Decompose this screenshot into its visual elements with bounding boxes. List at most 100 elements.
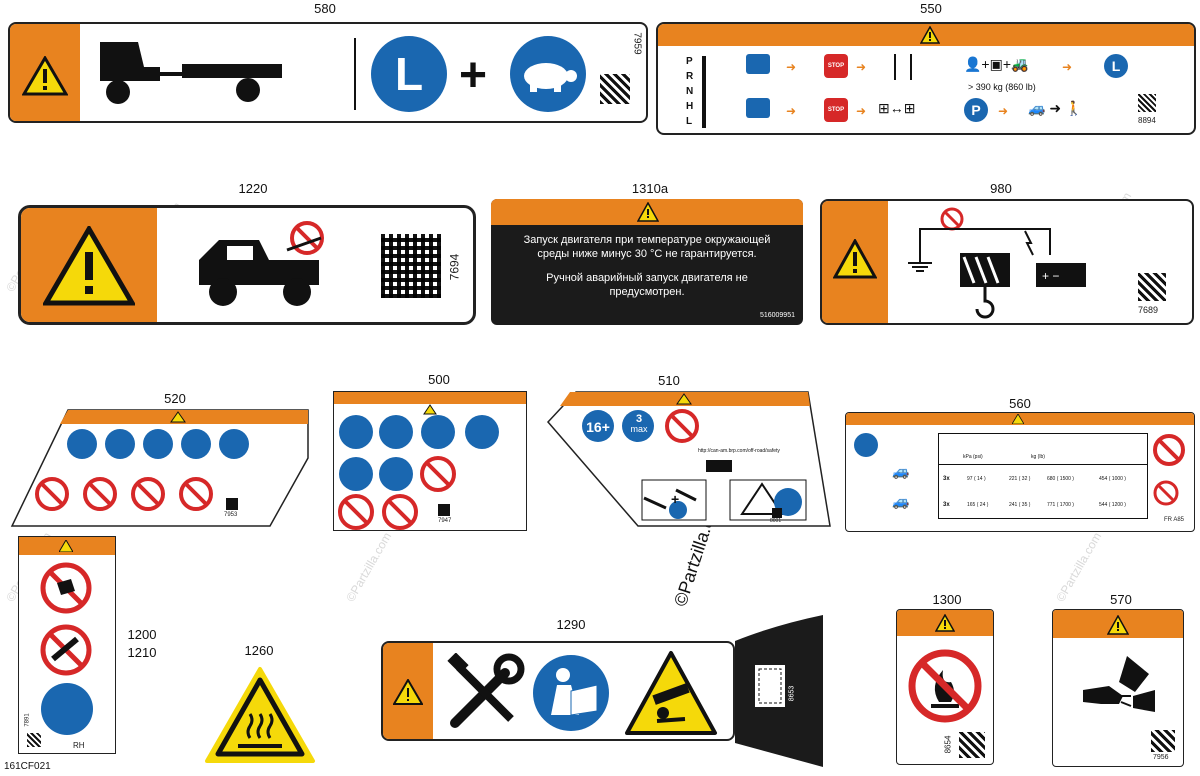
part-code: 516009951	[759, 312, 795, 319]
plus-sign: +	[671, 491, 680, 507]
decal-510	[546, 391, 831, 527]
qr-code-icon	[600, 74, 630, 104]
callout-510: 510	[658, 373, 680, 388]
tools-icon	[447, 653, 525, 728]
qr-code-icon	[1151, 730, 1175, 752]
callout-520: 520	[164, 391, 186, 406]
callout-550: 550	[920, 1, 942, 16]
callout-1300: 1300	[932, 592, 962, 607]
safety-icons	[338, 404, 499, 530]
hand-crush-icon	[1083, 656, 1155, 712]
part-code: 8001	[770, 518, 782, 524]
decal-500: 7947	[333, 391, 527, 531]
vehicle-icon: 🚙	[892, 493, 910, 509]
load-unit: kg (lb)	[1031, 454, 1045, 460]
warning-text: Запуск двигателя при температуре окружаю…	[523, 234, 771, 298]
decal-980: + − 7689	[820, 199, 1194, 325]
callout-1210: 1210	[127, 645, 157, 660]
drivetrain-icon: ⊞↔⊞	[878, 100, 916, 116]
brake-pedal-icon	[746, 98, 770, 118]
part-code: 8653	[788, 685, 796, 702]
decal-1300: 8654	[896, 609, 994, 765]
part-code: FR A85	[1164, 517, 1185, 523]
part-code: 7689	[1138, 305, 1159, 315]
figure-code: 161CF021	[4, 761, 51, 772]
park-p-icon: P	[964, 98, 988, 122]
warning-triangle-icon	[393, 679, 423, 705]
warning-triangle-icon	[1107, 615, 1129, 635]
mandatory-icons-row	[67, 429, 249, 459]
watermark: ©Partzilla.com	[343, 529, 395, 605]
plus-sign: +	[459, 49, 488, 102]
qr-code-icon	[959, 732, 985, 758]
arrow-icon: ➜	[998, 104, 1009, 118]
decal-1220: 7694	[18, 205, 476, 325]
warning-triangle-icon	[637, 202, 659, 222]
warning-header	[334, 392, 526, 404]
callout-570: 570	[1110, 592, 1132, 607]
warning-triangle-icon	[935, 614, 955, 632]
decal-570: 7956	[1052, 609, 1184, 767]
no-passenger-icon	[1153, 434, 1185, 466]
arrow-icon: ➜	[856, 104, 867, 118]
part-code: 8654	[943, 735, 953, 754]
vehicle-exit-icon: 🚙 ➜ 🚶	[1028, 100, 1083, 116]
warning-triangle-icon	[22, 56, 68, 96]
load-plus-icon: 👤+▣+🚜	[964, 56, 1029, 72]
part-code: 7956	[1153, 754, 1169, 761]
divider	[354, 38, 356, 110]
hot-surface-decal	[205, 667, 315, 763]
svg-text:+ −: + −	[1042, 269, 1059, 283]
decal-580: L + 7959	[8, 22, 648, 123]
decal-560: 🚙 🚙 kPa (psi) kg (lb) 3x 97 ( 14 ) 221 (…	[845, 412, 1195, 532]
warning-triangle-icon	[920, 26, 940, 44]
callout-980: 980	[990, 181, 1012, 196]
load-table: kPa (psi) kg (lb) 3x 97 ( 14 ) 221 ( 32 …	[938, 433, 1148, 519]
prohibition-icons-row	[35, 477, 213, 511]
no-open-flame-icon	[908, 649, 982, 723]
max-riders-icon: 3 max	[630, 413, 648, 435]
arrow-icon: ➜	[1062, 60, 1073, 74]
vehicle-icon: 🚙	[892, 463, 910, 479]
safety-url: http://can-am.brp.com/off-road/safety	[698, 448, 780, 454]
callout-1220: 1220	[238, 181, 268, 196]
decal-1200: 7891 RH	[18, 536, 116, 754]
mode-l-icon: L	[1104, 54, 1128, 78]
vehicle-no-cargo-icon	[199, 221, 324, 306]
qr-code-icon	[1138, 273, 1166, 301]
no-arm-out-icon	[40, 624, 92, 676]
arrow-icon: ➜	[856, 60, 867, 74]
part-code: 7891	[24, 713, 31, 727]
callout-500: 500	[428, 372, 450, 387]
decal-1310a: Запуск двигателя при температуре окружаю…	[491, 199, 803, 325]
stop-sign-icon: STOP	[824, 54, 848, 78]
weight-threshold: > 390 kg (860 lb)	[968, 82, 1036, 92]
brake-pedal-icon	[746, 54, 770, 74]
crush-hazard-icon	[625, 651, 717, 735]
mode-l-icon: L	[371, 36, 447, 112]
age-limit-icon: 16+	[586, 419, 610, 435]
tire-pressure-unit: kPa (psi)	[963, 454, 983, 460]
warning-triangle-icon	[833, 239, 877, 279]
part-code: 7953	[224, 512, 238, 518]
qr-code-icon	[1138, 94, 1156, 112]
part-code: 7947	[438, 518, 452, 524]
shifter-gate	[702, 56, 706, 128]
no-hand-out-icon	[40, 562, 92, 614]
warning-triangle-icon	[59, 540, 73, 552]
seat-belt-icon	[41, 683, 93, 735]
vehicle-towing-icon	[100, 42, 282, 104]
turtle-slow-icon	[510, 36, 586, 112]
arrow-icon: ➜	[786, 60, 797, 74]
side-marker: RH	[73, 741, 85, 750]
read-manual-icon	[854, 433, 878, 457]
callout-1260: 1260	[244, 643, 274, 658]
qr-code-icon	[381, 234, 441, 298]
callout-1310a: 1310a	[631, 181, 669, 196]
part-code: 7959	[631, 32, 643, 55]
qr-code-icon	[27, 733, 41, 747]
callout-1290: 1290	[556, 617, 586, 632]
warning-triangle-icon	[43, 226, 135, 306]
tab-extension	[735, 615, 823, 767]
